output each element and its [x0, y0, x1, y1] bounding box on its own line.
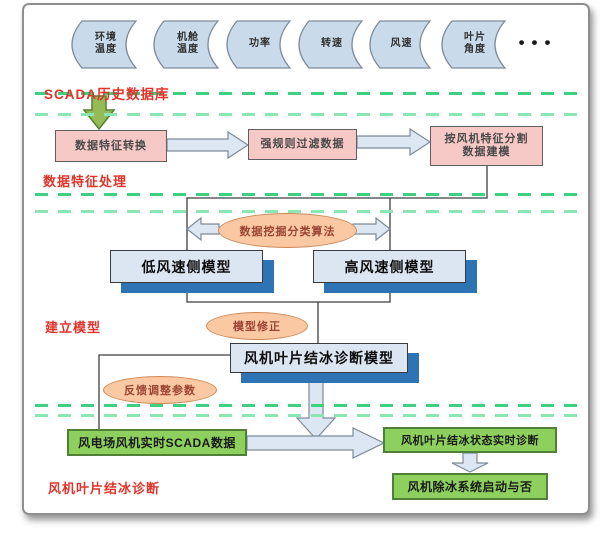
arrow-left-algorithm-icon: [186, 216, 220, 242]
section-divider-2a: [35, 193, 580, 196]
deicing-decision-box: 风机除冰系统启动与否: [392, 473, 548, 500]
arrow-right-step2-step3-icon: [356, 127, 432, 157]
high-wind-speed-model-box: 高风速侧模型: [313, 250, 466, 283]
connector-split-to-models: [186, 166, 488, 250]
icing-diagnosis-model-box: 风机叶片结冰诊断模型: [230, 343, 408, 373]
ellipsis-dots: •••: [518, 33, 558, 52]
label-modeling: 建立模型: [45, 320, 102, 335]
section-divider-1a: [35, 92, 580, 95]
realtime-scada-data-box: 风电场风机实时SCADA数据: [67, 429, 247, 456]
datastore-shape-rotor-speed: [298, 20, 364, 69]
section-divider-2b: [35, 210, 580, 213]
realtime-icing-diagnosis-box: 风机叶片结冰状态实时诊断: [383, 427, 557, 453]
connector-models-to-diagnosis: [186, 283, 391, 343]
oval-feedback-adjust: 反馈调整参数: [103, 376, 217, 404]
datastore-label-wind-speed: 风速: [390, 38, 413, 49]
arrow-right-algorithm-icon: [352, 216, 391, 242]
arrow-right-step1-step2-icon: [166, 130, 250, 160]
section-divider-1b: [35, 113, 580, 116]
step-split-modeling-box: 按风机特征分割 数据建模: [430, 126, 543, 166]
label-feature-processing: 数据特征处理: [43, 174, 128, 189]
datastore-shape-nacelle-temp: [153, 20, 220, 69]
datastore-label-nacelle-temp: 机舱 温度: [177, 32, 199, 55]
arrow-down-green-icon: [82, 95, 116, 131]
section-divider-3a: [35, 404, 580, 407]
oval-data-mining-algorithm: 数据挖掘分类算法: [218, 213, 357, 248]
arrow-right-realtime-data-icon: [246, 427, 386, 459]
low-wind-speed-model-box: 低风速侧模型: [110, 250, 263, 283]
datastore-label-env-temp: 环境 温度: [95, 32, 117, 55]
arrow-down-deicing-icon: [451, 452, 489, 473]
datastore-label-power: 功率: [249, 38, 271, 49]
datastore-shape-wind-speed: [369, 20, 432, 69]
step-feature-conversion-box: 数据特征转换: [55, 130, 167, 162]
datastore-label-blade-angle: 叶片 角度: [464, 32, 486, 55]
oval-model-correction: 模型修正: [206, 312, 308, 340]
datastore-shape-env-temp: [71, 20, 138, 69]
step-rule-filter-box: 强规则过滤数据: [248, 129, 357, 160]
datastore-shape-blade-angle: [441, 20, 507, 69]
datastore-label-rotor-speed: 转速: [321, 38, 343, 49]
section-divider-3b: [35, 414, 580, 417]
label-scada-history-db: SCADA历史数据库: [44, 87, 170, 102]
label-icing-diagnosis: 风机叶片结冰诊断: [48, 481, 161, 496]
datastore-shape-power: [226, 20, 292, 69]
